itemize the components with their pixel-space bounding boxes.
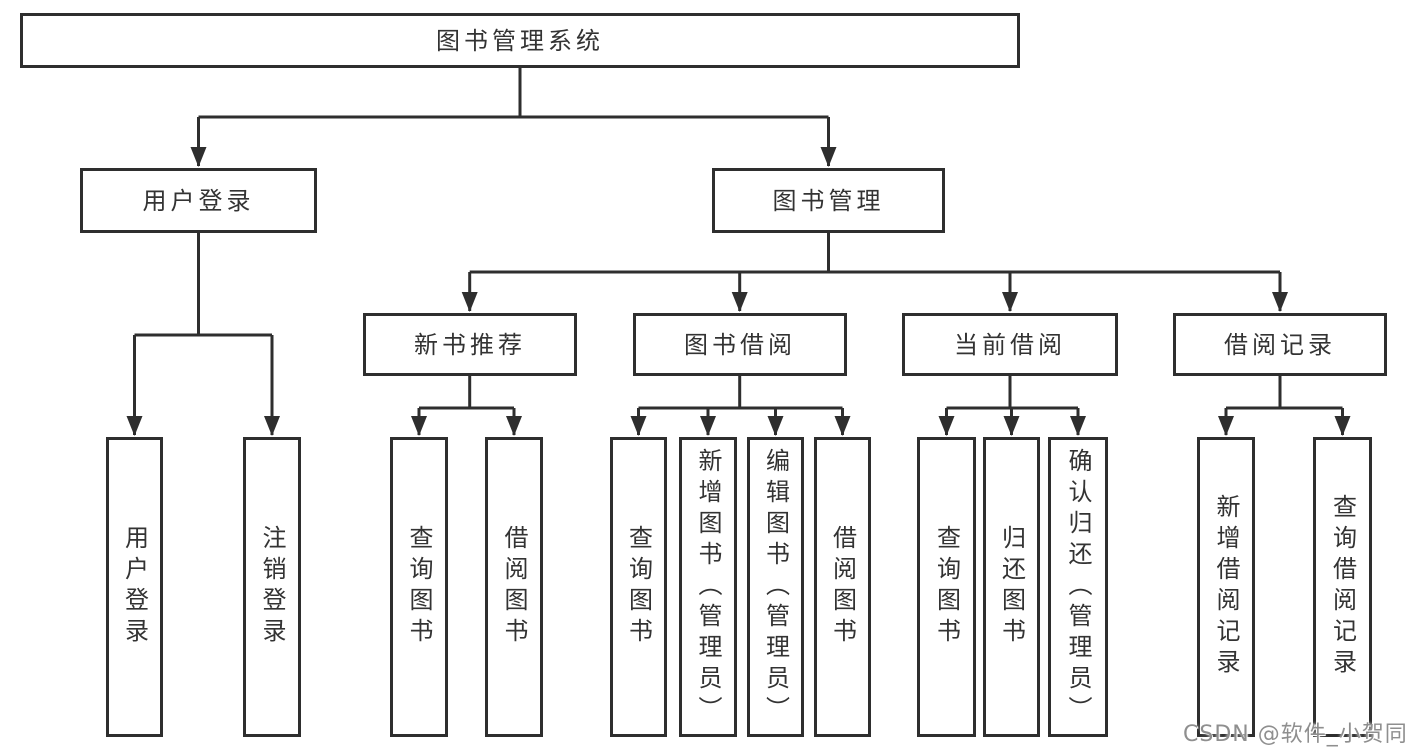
- leaf-label: 新增图书（管理员）: [694, 447, 722, 727]
- leaf-bb-borrow-book: 借阅图书: [814, 437, 871, 737]
- leaf-label: 查询图书: [405, 525, 433, 649]
- node-user-login: 用户登录: [80, 168, 317, 233]
- node-label: 图书管理系统: [436, 26, 604, 55]
- leaf-label: 查询图书: [932, 525, 961, 649]
- node-book-management: 图书管理: [712, 168, 945, 233]
- leaf-br-query-borrow-record: 查询借阅记录: [1313, 437, 1372, 737]
- leaf-label: 查询图书: [624, 525, 653, 649]
- leaf-label: 归还图书: [997, 525, 1026, 649]
- leaf-bb-query-book: 查询图书: [610, 437, 667, 737]
- leaf-bb-add-book-admin: 新增图书（管理员）: [679, 437, 737, 737]
- leaf-label: 借阅图书: [828, 525, 857, 649]
- leaf-label: 注销登录: [258, 525, 286, 649]
- leaf-label: 借阅图书: [500, 525, 528, 649]
- node-label: 图书管理: [772, 186, 885, 215]
- leaf-label: 确认归还（管理员）: [1064, 447, 1092, 727]
- leaf-rec-query-book: 查询图书: [390, 437, 448, 737]
- node-label: 借阅记录: [1224, 330, 1336, 359]
- leaf-cb-return-book: 归还图书: [983, 437, 1040, 737]
- leaf-label: 查询借阅记录: [1328, 494, 1357, 680]
- leaf-br-add-borrow-record: 新增借阅记录: [1197, 437, 1255, 737]
- node-label: 用户登录: [142, 186, 255, 215]
- leaf-rec-borrow-book: 借阅图书: [485, 437, 543, 737]
- node-library-system: 图书管理系统: [20, 13, 1020, 68]
- arrowheads: [126, 147, 1351, 436]
- node-label: 当前借阅: [954, 330, 1066, 359]
- leaf-cb-confirm-return-admin: 确认归还（管理员）: [1048, 437, 1108, 737]
- leaf-label: 用户登录: [120, 525, 149, 649]
- leaf-label: 编辑图书（管理员）: [761, 447, 790, 727]
- leaf-user-login: 用户登录: [106, 437, 163, 737]
- node-book-borrow: 图书借阅: [633, 313, 847, 376]
- node-new-book-recommend: 新书推荐: [363, 313, 577, 376]
- csdn-watermark: CSDN @软件_小贺同学: [1183, 722, 1405, 747]
- leaf-label: 新增借阅记录: [1212, 494, 1240, 680]
- node-label: 新书推荐: [414, 330, 526, 359]
- leaf-cb-query-book: 查询图书: [917, 437, 976, 737]
- node-current-borrow: 当前借阅: [902, 313, 1118, 376]
- leaf-logout-login: 注销登录: [243, 437, 301, 737]
- node-label: 图书借阅: [684, 330, 796, 359]
- node-borrow-record: 借阅记录: [1173, 313, 1387, 376]
- leaf-bb-edit-book-admin: 编辑图书（管理员）: [747, 437, 804, 737]
